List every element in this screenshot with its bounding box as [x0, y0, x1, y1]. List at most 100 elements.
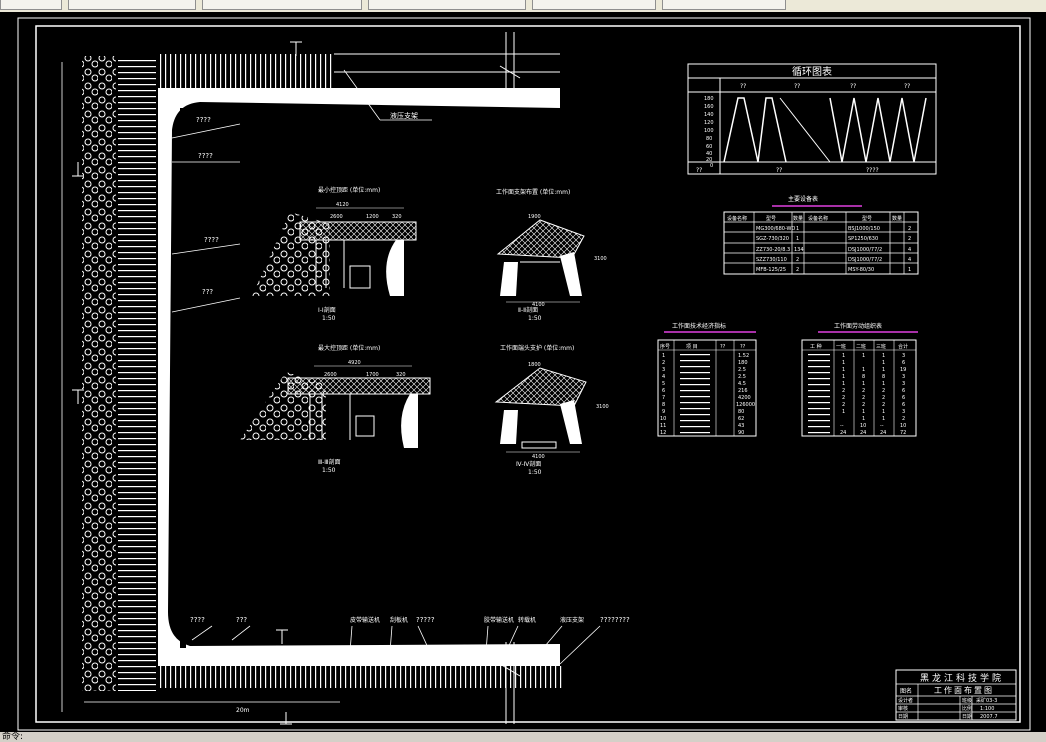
- section-1-dim-3: 1200: [366, 214, 379, 220]
- labor-row-1-total: 3: [902, 353, 905, 359]
- cycle-y-tick-10: 0: [710, 163, 713, 169]
- labor-row-10-s2: 1: [862, 416, 865, 422]
- labor-row-2-s3: 1: [882, 360, 885, 366]
- drawing-tab-2[interactable]: [68, 0, 196, 10]
- title-block: 黑龙江科技学院 图名 工作面布置图 设计者 审核 日期 班级 比例 日期 采矿0…: [895, 669, 1017, 721]
- section-2-dim-3: 3100: [594, 256, 607, 262]
- tech-header-2: 项 目: [686, 344, 698, 350]
- tech-row-12-no: 12: [660, 430, 666, 436]
- cycle-header-4: ??: [904, 83, 910, 90]
- drawing-tab-4[interactable]: [368, 0, 526, 10]
- school-name: 黑龙江科技学院: [920, 672, 1004, 684]
- labor-header-5: 合计: [898, 343, 908, 350]
- section-2-caption: Ⅱ-Ⅱ剖面: [518, 306, 538, 314]
- command-line[interactable]: 命令:: [2, 732, 24, 742]
- title-block-name-label: 图名: [900, 687, 912, 695]
- tech-row-3-value: 2.5: [738, 367, 746, 373]
- cycle-bottom-1: ??: [696, 167, 702, 174]
- top-right-label: 液压支架: [390, 111, 418, 120]
- tech-row-5-no: 5: [662, 381, 665, 387]
- cycle-chart-title: 循环图表: [792, 65, 832, 78]
- labor-row-1-s1: 1: [842, 353, 845, 359]
- tech-row-10-value: 62: [738, 416, 744, 422]
- drawing-tab-1[interactable]: [0, 0, 62, 10]
- cycle-y-tick-4: 120: [704, 120, 714, 126]
- labor-row-3-s3: 1: [882, 367, 885, 373]
- cycle-chart: 循环图表 ?? ?? ?? ?? 180 160 140 120 100 80 …: [687, 63, 937, 175]
- labor-row-10-s3: 1: [882, 416, 885, 422]
- labor-row-3-s2: 1: [862, 367, 865, 373]
- bottom-label-5: ?????: [416, 616, 435, 624]
- labor-row-12-s3: 24: [880, 430, 886, 436]
- section-4-title: 工作面端头支护 (单位:mm): [500, 344, 574, 352]
- section-3-caption: Ⅲ-Ⅲ剖面: [318, 458, 340, 466]
- tb-label-3: 日期: [898, 714, 908, 720]
- section-3: 最大控顶距 (单位:mm) 4920 2600 1700 320 Ⅲ-Ⅲ剖面 1…: [240, 344, 431, 474]
- labor-row-2-s1: 1: [842, 360, 845, 366]
- equipment-table-title: 主要设备表: [788, 195, 818, 203]
- bottom-label-2: ???: [236, 616, 247, 624]
- tech-row-9-value: 80: [738, 409, 744, 415]
- labor-row-3-s1: 1: [842, 367, 845, 373]
- tech-row-7-no: 7: [662, 395, 665, 401]
- tech-row-11-no: 11: [660, 423, 666, 429]
- section-3-title: 最大控顶距 (单位:mm): [318, 344, 380, 352]
- tech-row-5-value: 4.5: [738, 381, 746, 387]
- tech-row-6-no: 6: [662, 388, 665, 394]
- section-4: 工作面端头支护 (单位:mm) 4100 1800 3100 Ⅳ-Ⅳ剖面 1:5…: [494, 344, 609, 476]
- labor-row-8-s2: 2: [862, 402, 865, 408]
- labor-header-4: 三班: [876, 343, 886, 350]
- tb-label-1: 设计者: [898, 697, 913, 704]
- labor-header-3: 二班: [856, 343, 866, 350]
- tb-value-2: 1:100: [980, 706, 994, 712]
- left-label-4: ???: [202, 288, 213, 296]
- bottom-label-7: 转载机: [518, 616, 536, 624]
- labor-row-3-total: 19: [900, 367, 906, 373]
- section-2-scale: 1:50: [528, 315, 542, 322]
- labor-row-4-s1: 1: [842, 374, 845, 380]
- tech-row-2-value: 180: [738, 360, 748, 366]
- cycle-y-tick-6: 80: [706, 136, 712, 142]
- tech-row-8-no: 8: [662, 402, 665, 408]
- eq-row-5-qty-b: 1: [908, 267, 911, 273]
- drawing-tab-5[interactable]: [532, 0, 656, 10]
- section-3-dim-2: 2600: [324, 372, 337, 378]
- labor-row-10-total: 2: [902, 416, 905, 422]
- left-label-2: ????: [198, 152, 213, 160]
- eq-header-2: 型号: [766, 215, 776, 222]
- drawing-tab-6[interactable]: [662, 0, 786, 10]
- labor-row-6-s1: 2: [842, 388, 845, 394]
- tech-header-1: 序号: [660, 343, 670, 350]
- cad-drawing-canvas[interactable]: ???? ???? ???? ??? 液压支架 ???? ??? 皮带输送机 刮…: [0, 12, 1046, 732]
- labor-row-6-s2: 2: [862, 388, 865, 394]
- section-4-caption: Ⅳ-Ⅳ剖面: [516, 460, 541, 468]
- support-row-left: [118, 56, 156, 691]
- tb-value-1: 采矿03-3: [976, 697, 997, 704]
- labor-row-7-s3: 2: [882, 395, 885, 401]
- section-2-dim-1: 4100: [532, 302, 545, 308]
- cycle-y-tick-8: 40: [706, 151, 712, 157]
- eq-row-2-qty-a: 1: [796, 236, 799, 242]
- eq-header-3: 数量: [793, 215, 803, 222]
- eq-header-6: 数量: [892, 215, 902, 222]
- section-2-title: 工作面支架布置 (单位:mm): [496, 188, 570, 196]
- bottom-label-4: 刮板机: [390, 616, 408, 624]
- labor-row-12-total: 72: [900, 430, 906, 436]
- eq-row-4-model-a: SZZ730/110: [756, 257, 787, 263]
- tech-row-2-no: 2: [662, 360, 665, 366]
- labor-row-11-s1: --: [840, 423, 844, 429]
- eq-row-2-model-b: SP1250/630: [848, 236, 878, 242]
- tech-economic-table: 工作面技术经济指标 序号 项 目 ?? ?? 1 1.52 2 180 3 2.…: [657, 322, 757, 437]
- section-3-dim-4: 320: [396, 372, 406, 378]
- labor-row-12-s1: 24: [840, 430, 846, 436]
- labor-row-11-total: 10: [900, 423, 906, 429]
- labor-table-title: 工作面劳动组织表: [834, 322, 882, 330]
- section-1: 最小控顶距 (单位:mm) 4120 2600 1200 320 Ⅰ-Ⅰ剖面 1…: [252, 186, 417, 322]
- drawing-tab-3[interactable]: [202, 0, 362, 10]
- section-3-dim-1: 4920: [348, 360, 361, 366]
- tech-row-9-no: 9: [662, 409, 665, 415]
- outer-border: [17, 17, 1031, 731]
- labor-row-9-s2: 1: [862, 409, 865, 415]
- eq-row-3-qty-b: 4: [908, 247, 911, 253]
